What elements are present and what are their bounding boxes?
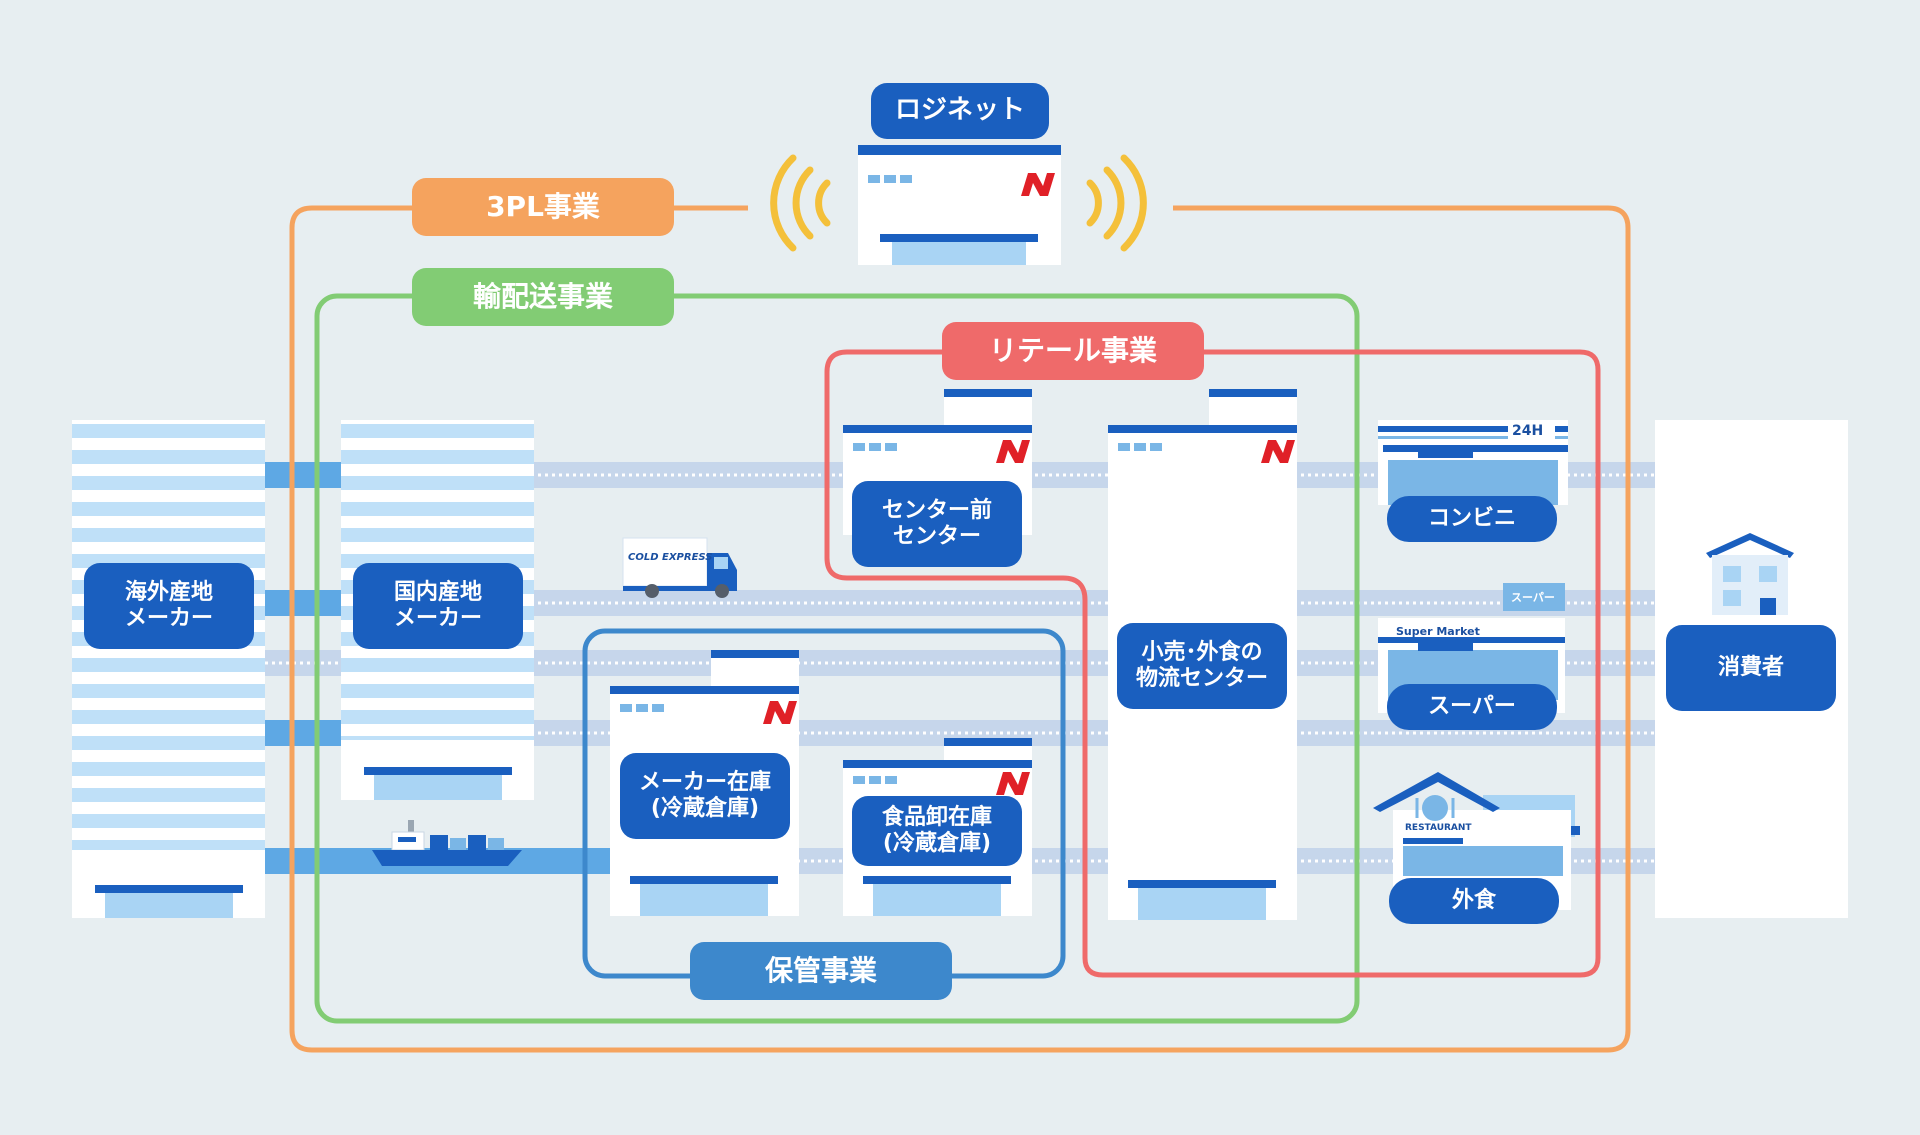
company-logo-icon [996,440,1030,463]
supermarket-label: スーパー [1387,684,1557,730]
wifi-signal-icon [770,154,831,252]
house-icon [1706,533,1794,615]
transport-business-outline [314,293,1360,1024]
company-logo-icon [763,701,797,724]
company-logo-icon [996,772,1030,795]
company-logo-icon [1261,440,1295,463]
truck-icon [622,537,737,598]
overseas-maker-node: 海外産地 メーカー [84,563,254,649]
ship-icon [372,820,522,866]
restaurant-sign-text: RESTAURANT [1405,823,1472,833]
maker-stock-node: メーカー在庫 (冷蔵倉庫) [620,753,790,839]
transport-business-label: 輸配送事業 [412,268,674,326]
restaurant-label: 外食 [1389,878,1559,924]
roginet-node: ロジネット [871,83,1049,139]
consumer-node: 消費者 [1666,625,1836,711]
pre-center-node: センター前 センター [852,481,1022,567]
company-logo-icon [1021,173,1055,196]
tpl-business-outline [289,205,1631,1053]
supermarket-sign-text: Super Market [1396,625,1480,638]
super-tag-sign: スーパー [1511,591,1555,604]
truck-sign-text: COLD EXPRESS [628,552,713,563]
wifi-signal-icon [1086,154,1147,252]
supermarket-building [1378,583,1565,713]
retail-center-node: 小売･外食の 物流センター [1117,623,1287,709]
wholesale-stock-node: 食品卸在庫 (冷蔵倉庫) [852,796,1022,866]
conbini-24h-sign: 24H [1512,423,1544,439]
storage-business-label: 保管事業 [690,942,952,1000]
convenience-store-label: コンビニ [1387,496,1557,542]
overseas-maker-building [72,420,265,918]
domestic-maker-node: 国内産地 メーカー [353,563,523,649]
tpl-business-label: 3PL事業 [412,178,674,236]
retail-business-label: リテール事業 [942,322,1204,380]
retail-business-outline [824,349,1601,978]
roginet-building [858,145,1061,265]
